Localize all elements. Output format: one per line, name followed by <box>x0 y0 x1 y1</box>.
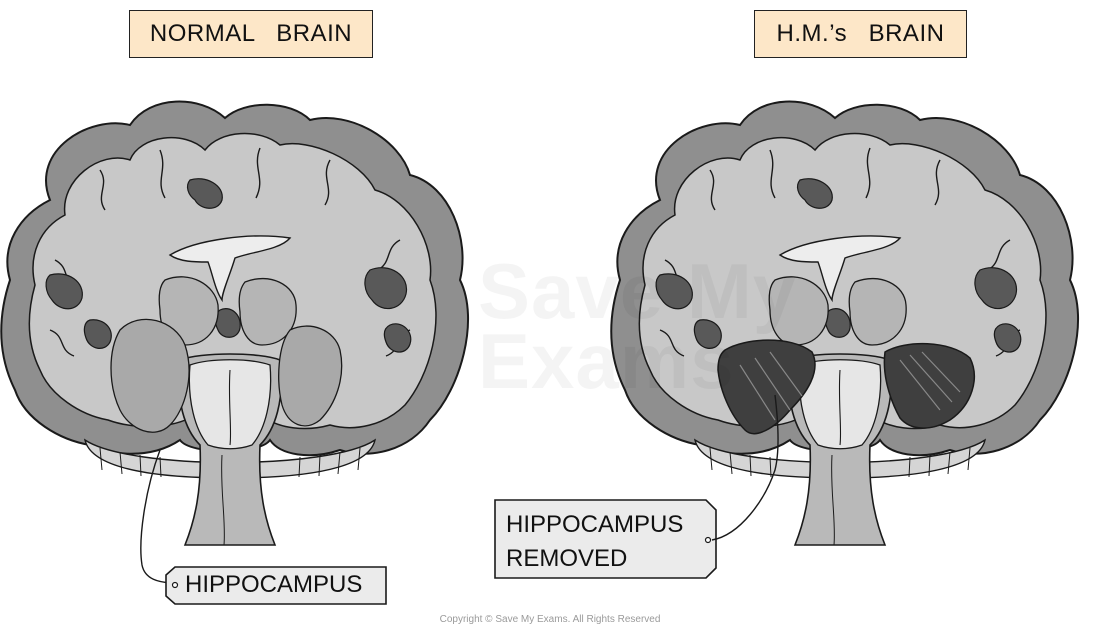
hippocampus-region <box>110 318 190 433</box>
normal-brain-title: NORMAL BRAIN <box>129 10 373 58</box>
hippocampus-label: HIPPOCAMPUS <box>185 571 363 598</box>
left-tag-shape <box>165 566 387 605</box>
right-tag-hole <box>704 536 712 544</box>
right-connector <box>711 394 779 541</box>
hippocampus-region <box>278 325 343 427</box>
left-connector <box>140 449 171 584</box>
removed-hippocampus-left <box>717 339 816 435</box>
watermark-line2: Exams <box>478 316 735 407</box>
hippocampus-removed-label-line2: REMOVED <box>506 545 628 572</box>
removed-folds <box>899 351 961 411</box>
hm-brain <box>610 100 1080 546</box>
right-tag-shape <box>494 499 717 579</box>
hippocampus-removed-label-line1: HIPPOCAMPUS <box>506 511 684 538</box>
removed-folds <box>739 351 803 421</box>
left-tag-hole <box>171 581 179 589</box>
watermark-line1: Save My <box>478 246 797 337</box>
removed-hippocampus-right <box>883 342 975 429</box>
normal-brain <box>0 100 470 546</box>
hm-brain-title: H.M.’s BRAIN <box>754 10 967 58</box>
left-label-tag <box>140 449 387 605</box>
copyright-text: Copyright © Save My Exams. All Rights Re… <box>439 614 661 625</box>
right-label-tag <box>494 394 779 579</box>
